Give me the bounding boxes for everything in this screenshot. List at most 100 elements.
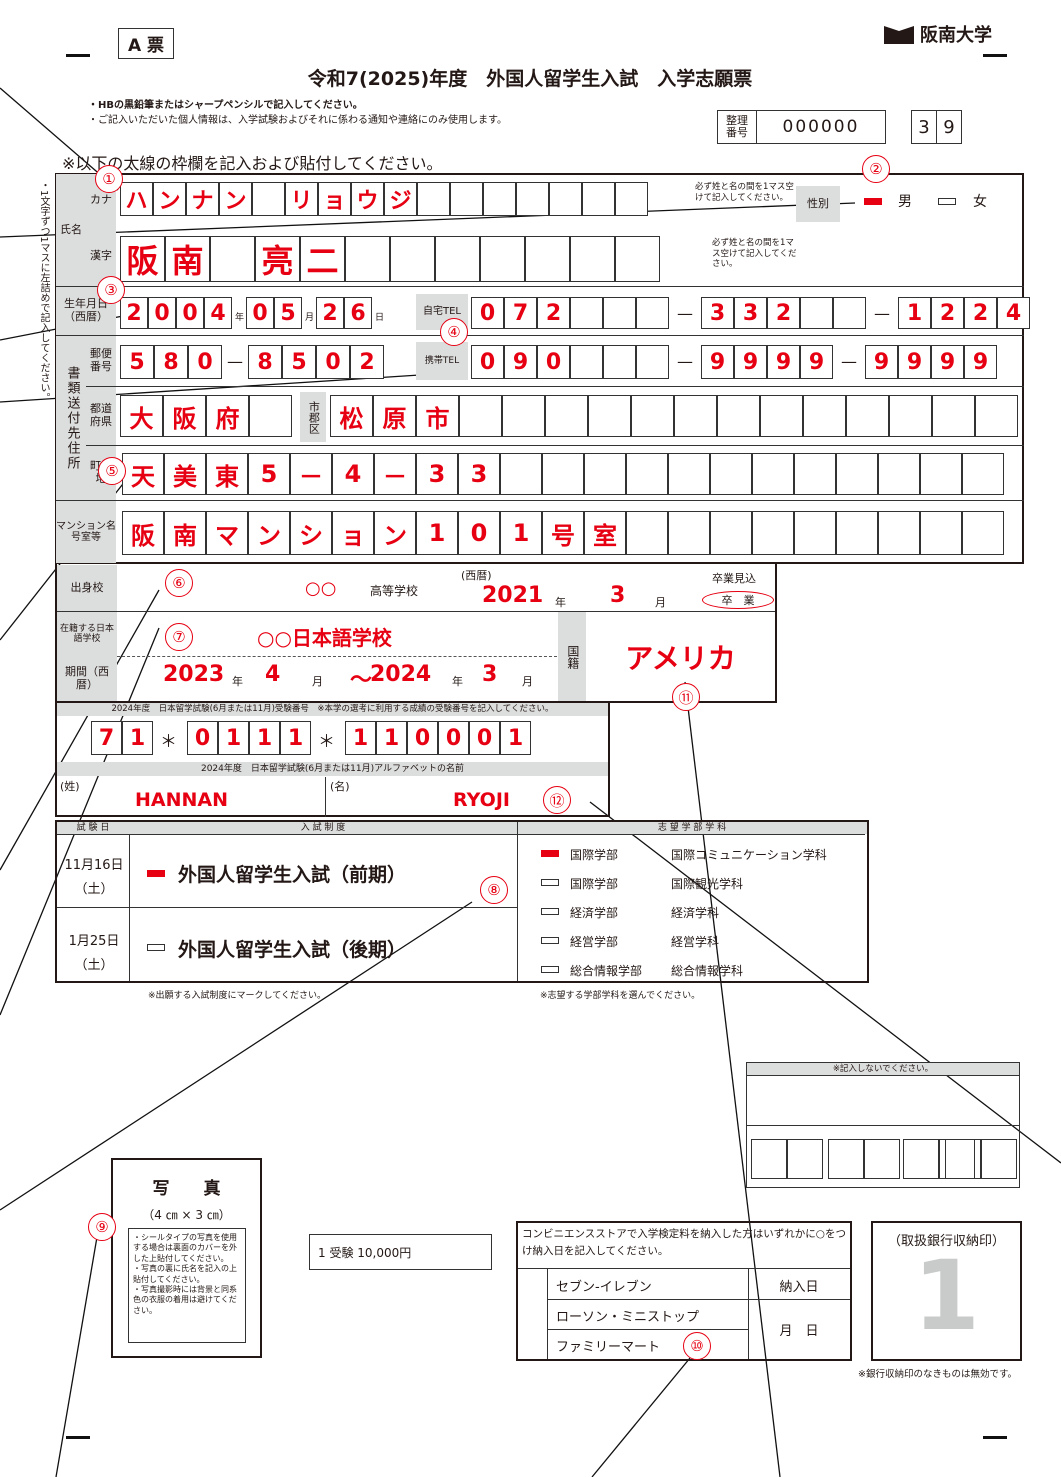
char-cell[interactable]: 1 [345, 721, 376, 755]
char-cell[interactable] [932, 395, 975, 437]
char-cell[interactable]: 2 [316, 297, 344, 329]
department-mark[interactable] [541, 937, 559, 944]
char-cell[interactable]: 5 [120, 345, 154, 379]
char-cell[interactable] [836, 453, 878, 495]
char-cell[interactable]: 9 [504, 345, 537, 379]
char-cell[interactable] [480, 236, 525, 282]
char-cell[interactable]: 0 [458, 511, 500, 555]
char-cell[interactable] [878, 511, 920, 555]
gender-female-mark[interactable] [938, 198, 956, 205]
char-cell[interactable]: シ [290, 511, 332, 555]
char-cell[interactable] [603, 345, 636, 379]
char-cell[interactable]: ジ [384, 182, 417, 216]
exam-system-1-mark[interactable] [147, 870, 165, 877]
char-cell[interactable] [975, 395, 1018, 437]
char-cell[interactable] [615, 236, 660, 282]
char-cell[interactable]: 1 [416, 511, 458, 555]
char-cell[interactable]: 1 [376, 721, 407, 755]
char-cell[interactable]: 9 [767, 345, 800, 379]
char-cell[interactable]: ン [219, 182, 252, 216]
char-cell[interactable]: 9 [800, 345, 833, 379]
char-cell[interactable] [249, 395, 292, 437]
char-cell[interactable] [542, 453, 584, 495]
char-cell[interactable] [636, 345, 669, 379]
char-cell[interactable]: ン [248, 511, 290, 555]
char-cell[interactable] [450, 182, 483, 216]
department-mark[interactable] [541, 879, 559, 886]
char-cell[interactable]: 0 [246, 297, 274, 329]
char-cell[interactable]: 阪 [122, 511, 164, 555]
char-cell[interactable]: ョ [332, 511, 374, 555]
char-cell[interactable] [570, 297, 603, 329]
char-cell[interactable]: 0 [469, 721, 500, 755]
char-cell[interactable] [710, 511, 752, 555]
char-cell[interactable]: 阪 [163, 395, 206, 437]
char-cell[interactable]: 1 [500, 511, 542, 555]
char-cell[interactable] [846, 395, 889, 437]
char-cell[interactable]: 1 [500, 721, 531, 755]
char-cell[interactable] [549, 182, 582, 216]
char-cell[interactable]: 0 [471, 297, 504, 329]
char-cell[interactable]: 2 [537, 297, 570, 329]
department-mark[interactable] [541, 908, 559, 915]
char-cell[interactable]: 9 [964, 345, 997, 379]
char-cell[interactable]: 9 [931, 345, 964, 379]
char-cell[interactable]: 東 [206, 453, 248, 495]
char-cell[interactable] [345, 236, 390, 282]
char-cell[interactable]: 9 [734, 345, 767, 379]
char-cell[interactable]: 5 [282, 345, 316, 379]
char-cell[interactable]: 0 [148, 297, 176, 329]
char-cell[interactable] [833, 297, 866, 329]
char-cell[interactable] [603, 297, 636, 329]
char-cell[interactable] [570, 345, 603, 379]
char-cell[interactable] [615, 182, 648, 216]
char-cell[interactable] [668, 453, 710, 495]
char-cell[interactable]: 0 [471, 345, 504, 379]
char-cell[interactable]: 9 [865, 345, 898, 379]
char-cell[interactable]: 0 [187, 721, 218, 755]
department-mark[interactable] [541, 966, 559, 973]
char-cell[interactable]: 市 [416, 395, 459, 437]
char-cell[interactable]: ョ [318, 182, 351, 216]
char-cell[interactable]: 大 [120, 395, 163, 437]
char-cell[interactable]: 1 [218, 721, 249, 755]
char-cell[interactable] [210, 236, 255, 282]
char-cell[interactable]: 9 [701, 345, 734, 379]
char-cell[interactable] [794, 453, 836, 495]
char-cell[interactable]: 4 [997, 297, 1030, 329]
char-cell[interactable] [435, 236, 480, 282]
char-cell[interactable]: 1 [122, 721, 153, 755]
department-mark[interactable] [541, 850, 559, 857]
char-cell[interactable] [794, 511, 836, 555]
char-cell[interactable] [631, 395, 674, 437]
char-cell[interactable]: 南 [165, 236, 210, 282]
char-cell[interactable]: ン [374, 511, 416, 555]
char-cell[interactable] [545, 395, 588, 437]
char-cell[interactable] [760, 395, 803, 437]
char-cell[interactable] [570, 236, 615, 282]
char-cell[interactable] [962, 511, 1004, 555]
char-cell[interactable]: － [374, 453, 416, 495]
char-cell[interactable] [417, 182, 450, 216]
char-cell[interactable] [626, 453, 668, 495]
char-cell[interactable]: 美 [164, 453, 206, 495]
char-cell[interactable]: 0 [438, 721, 469, 755]
char-cell[interactable] [584, 453, 626, 495]
char-cell[interactable]: － [290, 453, 332, 495]
char-cell[interactable]: 9 [898, 345, 931, 379]
exam-system-2-mark[interactable] [147, 944, 165, 951]
char-cell[interactable] [636, 297, 669, 329]
char-cell[interactable] [717, 395, 760, 437]
char-cell[interactable]: 6 [344, 297, 372, 329]
char-cell[interactable]: リ [285, 182, 318, 216]
char-cell[interactable]: 天 [122, 453, 164, 495]
char-cell[interactable]: 5 [248, 453, 290, 495]
char-cell[interactable]: 二 [300, 236, 345, 282]
char-cell[interactable]: 2 [350, 345, 384, 379]
gender-male-mark[interactable] [864, 198, 882, 205]
char-cell[interactable]: 原 [373, 395, 416, 437]
char-cell[interactable]: 2 [964, 297, 997, 329]
char-cell[interactable]: 府 [206, 395, 249, 437]
char-cell[interactable]: 阪 [120, 236, 165, 282]
char-cell[interactable] [459, 395, 502, 437]
